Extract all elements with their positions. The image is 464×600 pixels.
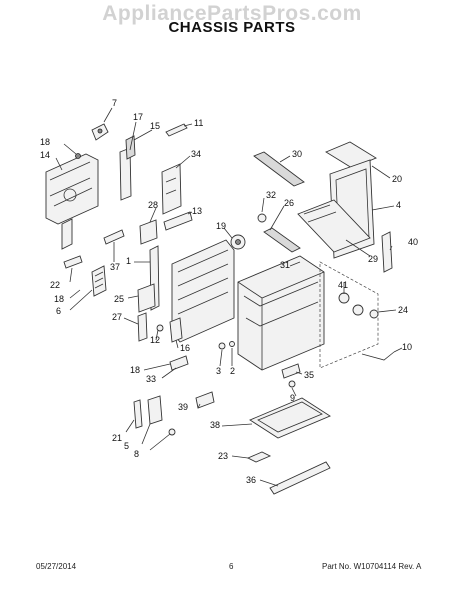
callout-7: 7 [112, 98, 117, 108]
watermark: AppliancePartsPros.com [102, 2, 362, 25]
callout-13: 13 [192, 206, 202, 216]
part-35 [281, 363, 301, 379]
callout-30: 30 [292, 149, 302, 159]
callout-2: 2 [230, 366, 235, 376]
part-28 [139, 219, 158, 245]
part-24 [352, 304, 379, 319]
part-37 [103, 229, 125, 245]
callout-38: 38 [210, 420, 220, 430]
part-13 [163, 211, 193, 231]
callout-4: 4 [396, 200, 401, 210]
callout-34: 34 [191, 149, 201, 159]
part-1 [149, 239, 235, 343]
part-33 [169, 355, 189, 371]
part-38 [249, 397, 331, 439]
callout-19: 19 [216, 221, 226, 231]
callout-26: 26 [284, 198, 294, 208]
callout-37: 37 [110, 262, 120, 272]
part-30 [253, 151, 305, 187]
callout-40: 40 [408, 237, 418, 247]
part-22 [63, 255, 83, 269]
part-10 [361, 351, 395, 361]
callout-25: 25 [114, 294, 124, 304]
callout-18c: 18 [130, 365, 140, 375]
callout-11: 11 [194, 118, 203, 128]
callout-31: 31 [280, 260, 290, 270]
part-29 [297, 199, 371, 253]
part-27 [137, 312, 148, 342]
callout-21: 21 [112, 433, 122, 443]
footer-page-number: 6 [229, 562, 234, 571]
callout-8: 8 [134, 449, 139, 459]
part-25 [137, 283, 156, 313]
footer-date: 05/27/2014 [36, 562, 77, 571]
callout-33: 33 [146, 374, 156, 384]
callout-22: 22 [50, 280, 60, 290]
callout-3: 3 [216, 366, 221, 376]
callout-6: 6 [56, 306, 61, 316]
part-39 [195, 391, 215, 409]
part-23 [246, 451, 272, 463]
callout-41: 41 [338, 280, 348, 290]
part-41 [338, 292, 350, 304]
part-3 [218, 342, 226, 350]
part-21 [133, 399, 143, 429]
callout-24: 24 [398, 305, 408, 315]
part-11 [165, 123, 188, 137]
part-20 [325, 141, 377, 169]
callout-29: 29 [368, 254, 378, 264]
part-6 [91, 265, 107, 297]
part-9 [288, 380, 296, 388]
callout-18: 18 [40, 137, 50, 147]
callout-39: 39 [178, 402, 188, 412]
part-32 [257, 213, 267, 223]
callout-23: 23 [218, 451, 228, 461]
part-7 [91, 123, 109, 141]
part-36 [269, 461, 331, 495]
part-31 [237, 255, 379, 371]
part-5 [147, 395, 163, 425]
callout-9: 9 [290, 393, 295, 403]
part-8 [168, 428, 176, 436]
part-26 [263, 227, 301, 253]
callout-16: 16 [180, 343, 190, 353]
part-34 [161, 163, 182, 215]
callout-32: 32 [266, 190, 276, 200]
callout-17: 17 [133, 112, 143, 122]
callout-10: 10 [402, 342, 412, 352]
callout-5: 5 [124, 441, 129, 451]
callout-27: 27 [112, 312, 122, 322]
part-16 [169, 317, 183, 343]
page-title: CHASSIS PARTS [168, 19, 296, 36]
part-2 [229, 341, 235, 347]
part-14 [45, 153, 99, 250]
callout-18b: 18 [54, 294, 64, 304]
part-19 [230, 234, 246, 250]
footer-part-number: Part No. W10704114 Rev. A [322, 562, 422, 571]
callout-35: 35 [304, 370, 314, 380]
callout-28: 28 [148, 200, 158, 210]
part-12 [156, 324, 164, 332]
callout-20: 20 [392, 174, 402, 184]
part-40 [381, 231, 393, 273]
callout-12: 12 [150, 335, 160, 345]
callout-14: 14 [40, 150, 50, 160]
callout-36: 36 [246, 475, 256, 485]
callout-15: 15 [150, 121, 160, 131]
callout-1: 1 [126, 256, 131, 266]
